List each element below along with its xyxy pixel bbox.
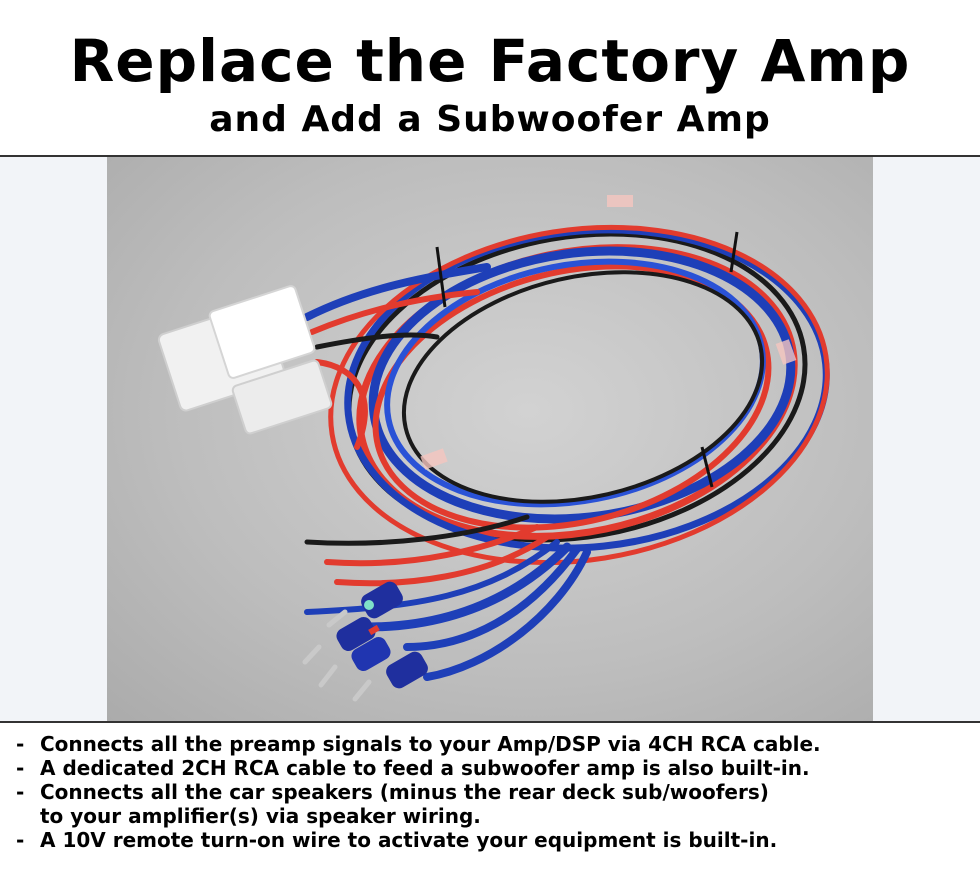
list-item-continuation: to your amplifier(s) via speaker wiring. — [40, 804, 481, 828]
bullet-marker: - — [16, 780, 25, 804]
wiring-harness-icon — [157, 195, 830, 702]
bullet-marker: - — [16, 828, 25, 852]
product-photo — [107, 157, 873, 721]
bottom-divider — [0, 721, 980, 723]
list-item: -Connects all the car speakers (minus th… — [16, 780, 966, 804]
bullet-marker: - — [16, 732, 25, 756]
list-item-text: A 10V remote turn-on wire to activate yo… — [40, 828, 778, 852]
header: Replace the Factory Amp and Add a Subwoo… — [0, 0, 980, 156]
bullet-marker: - — [16, 756, 25, 780]
list-item-text: A dedicated 2CH RCA cable to feed a subw… — [40, 756, 810, 780]
list-item: -A 10V remote turn-on wire to activate y… — [16, 828, 966, 852]
connector-icon — [157, 285, 333, 435]
list-item: -A dedicated 2CH RCA cable to feed a sub… — [16, 756, 966, 780]
list-item: -Connects all the preamp signals to your… — [16, 732, 966, 756]
list-item-text: Connects all the car speakers (minus the… — [40, 780, 769, 804]
list-item-text: Connects all the preamp signals to your … — [40, 732, 821, 756]
feature-list: -Connects all the preamp signals to your… — [16, 732, 966, 852]
page-title: Replace the Factory Amp — [69, 27, 911, 95]
page-subtitle: and Add a Subwoofer Amp — [209, 99, 771, 140]
top-divider — [0, 155, 980, 157]
